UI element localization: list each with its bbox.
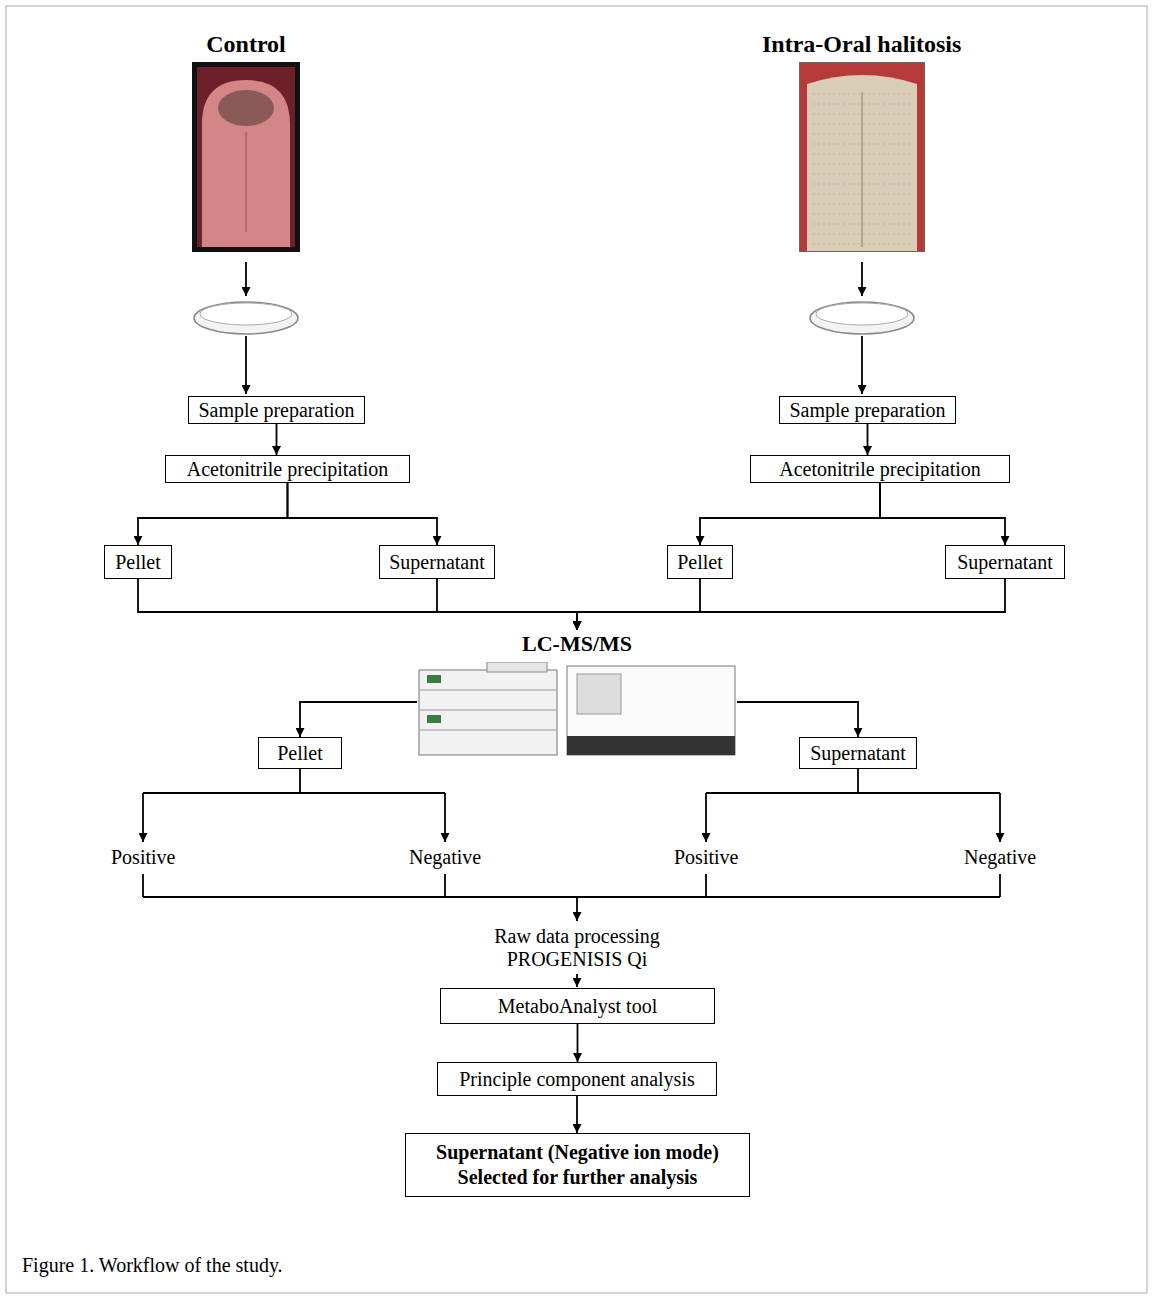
flow-line: [142, 874, 144, 897]
mouth-background: [799, 62, 925, 252]
sample-image: Control: [192, 30, 300, 252]
ms-panel: [577, 674, 621, 714]
flow-arrow: [576, 897, 578, 921]
box-label: Acetonitrile precipitation: [187, 458, 389, 481]
ion-mode-label: Negative: [409, 846, 481, 869]
flow-connector: [437, 579, 577, 630]
flow-line: [444, 874, 446, 897]
box-label: Sample preparation: [198, 399, 354, 422]
flow-line: [143, 792, 445, 794]
tongue-crease: [245, 132, 247, 232]
mouth-background: [192, 62, 300, 252]
box-label: Pellet: [277, 742, 323, 765]
process-box: Acetonitrile precipitation: [750, 455, 1010, 483]
tongue-crease: [861, 92, 863, 247]
ion-mode-label: Negative: [964, 846, 1036, 869]
flow-line: [299, 769, 301, 793]
box-label: Pellet: [115, 551, 161, 574]
flow-line: [857, 769, 859, 793]
status-light: [427, 675, 441, 683]
hplc-unit: [419, 670, 557, 755]
hplc-module-line: [419, 690, 557, 691]
box-label: Acetonitrile precipitation: [779, 458, 981, 481]
step-label: Raw data processing PROGENISIS Qi: [462, 925, 692, 971]
flow-connector: [138, 483, 288, 545]
tongue-illustration: [192, 62, 300, 252]
flow-connector: [577, 579, 700, 630]
process-box: Principle component analysis: [437, 1062, 717, 1096]
figure-frame: [6, 6, 1147, 1293]
process-box: Sample preparation: [779, 396, 956, 424]
flow-connector: [276, 424, 278, 455]
lcms-illustration: [417, 662, 737, 757]
flow-arrow: [142, 793, 144, 842]
box-label: Supernatant (Negative ion mode) Selected…: [416, 1140, 739, 1190]
process-box: Sample preparation: [188, 396, 365, 424]
image-frame: [195, 65, 298, 250]
fraction-box: Supernatant: [799, 737, 917, 769]
image-frame: [799, 63, 924, 252]
coated-tongue: [807, 75, 917, 252]
flow-line: [999, 874, 1001, 897]
flow-arrow: [705, 793, 707, 842]
flow-connector: [700, 483, 880, 545]
sample-image: Intra-Oral halitosis: [762, 30, 961, 252]
status-light: [427, 715, 441, 723]
box-label: Supernatant: [810, 742, 906, 765]
fraction-box: Supernatant: [379, 545, 495, 579]
ms-base: [567, 736, 735, 755]
petri-dish: [194, 302, 298, 334]
instrument-image: LC-MS/MS: [417, 630, 737, 757]
tongue-illustration: [799, 62, 925, 252]
image-heading: Intra-Oral halitosis: [762, 30, 961, 58]
flow-arrow: [245, 262, 247, 296]
box-label: Principle component analysis: [459, 1068, 695, 1091]
flow-connector: [880, 483, 1005, 545]
ms-unit: [567, 666, 735, 755]
process-box: MetaboAnalyst tool: [440, 988, 715, 1024]
fraction-box: Supernatant: [945, 545, 1065, 579]
flow-connector: [576, 1096, 578, 1133]
box-label: Sample preparation: [789, 399, 945, 422]
petri-dish-rim: [816, 303, 908, 325]
flow-arrow: [245, 336, 247, 394]
fraction-box: Pellet: [667, 545, 733, 579]
flow-connector: [577, 579, 1005, 630]
flow-connector: [867, 424, 869, 455]
fraction-box: Pellet: [258, 737, 342, 769]
image-heading: LC-MS/MS: [522, 630, 632, 658]
box-label: MetaboAnalyst tool: [498, 995, 657, 1018]
process-box: Acetonitrile precipitation: [165, 455, 410, 483]
flow-arrow: [444, 793, 446, 842]
flow-line: [143, 896, 1000, 898]
image-heading: Control: [206, 30, 286, 58]
flow-line: [705, 874, 707, 897]
box-label: Supernatant: [389, 551, 485, 574]
hplc-module-line: [419, 730, 557, 731]
box-label: Pellet: [677, 551, 723, 574]
flow-line: [706, 792, 1000, 794]
flow-connector: [288, 483, 438, 545]
petri-dish: [810, 302, 914, 334]
flow-arrow: [999, 793, 1001, 842]
result-box: Supernatant (Negative ion mode) Selected…: [405, 1133, 750, 1197]
flow-arrow: [861, 262, 863, 296]
tongue-dorsum: [218, 90, 274, 126]
box-label: Supernatant: [957, 551, 1053, 574]
flow-arrow: [861, 336, 863, 394]
flow-arrow: [576, 974, 578, 987]
flow-connector: [300, 702, 417, 737]
fraction-box: Pellet: [104, 545, 172, 579]
petri-dish-rim: [200, 303, 292, 325]
hplc-module-line: [419, 710, 557, 711]
ion-mode-label: Positive: [674, 846, 738, 869]
tongue-shape: [202, 80, 290, 252]
flow-connector: [737, 702, 858, 737]
flow-connector: [138, 579, 577, 630]
hplc-top: [487, 662, 547, 672]
ion-mode-label: Positive: [111, 846, 175, 869]
figure-caption: Figure 1. Workflow of the study.: [22, 1254, 283, 1277]
flow-connector: [577, 1024, 579, 1062]
